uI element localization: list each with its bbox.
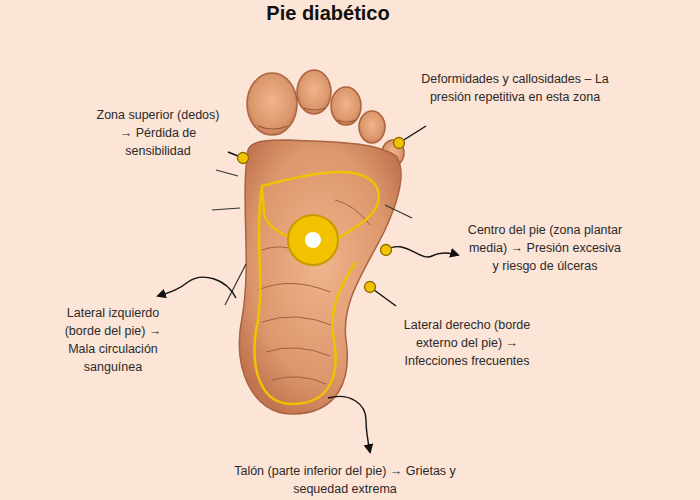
leader-line <box>216 170 238 176</box>
callout-label: Lateral izquierdo (borde del pie) → Mala… <box>55 304 171 377</box>
big-toe <box>247 73 297 135</box>
callout-label: Zona superior (dedos) → Pérdida de sensi… <box>96 106 220 160</box>
callout-label: Centro del pie (zona plantar media) → Pr… <box>466 221 624 275</box>
skin-wrinkle <box>262 317 334 326</box>
leader-line <box>385 205 412 218</box>
marker-dot <box>394 138 405 149</box>
toe <box>297 70 331 114</box>
pressure-center <box>305 232 321 248</box>
foot-sole <box>239 140 400 414</box>
skin-crease <box>304 108 325 110</box>
callout-arrow <box>386 247 458 257</box>
skin-wrinkle <box>266 348 330 356</box>
skin-crease <box>337 120 356 122</box>
callout-label: Deformidades y callosidades – La presión… <box>419 70 611 106</box>
pressure-point <box>288 215 338 265</box>
callout-arrow <box>328 396 370 452</box>
toe <box>359 111 385 143</box>
leader-line <box>212 208 240 210</box>
callout-label: Talón (parte inferior del pie) → Grietas… <box>219 462 471 498</box>
marker-dot <box>365 282 376 293</box>
callout-arrow <box>158 277 236 298</box>
toe <box>331 87 361 125</box>
skin-wrinkle <box>258 283 330 292</box>
callout-label: Lateral derecho (borde externo del pie) … <box>391 316 543 370</box>
marker-dot <box>238 153 249 164</box>
leader-line <box>225 264 246 305</box>
diagram-title: Pie diabético <box>266 1 389 25</box>
skin-wrinkle <box>272 377 326 384</box>
pressure-contour <box>255 186 357 404</box>
marker-dot <box>381 245 392 256</box>
skin-crease <box>258 126 288 129</box>
